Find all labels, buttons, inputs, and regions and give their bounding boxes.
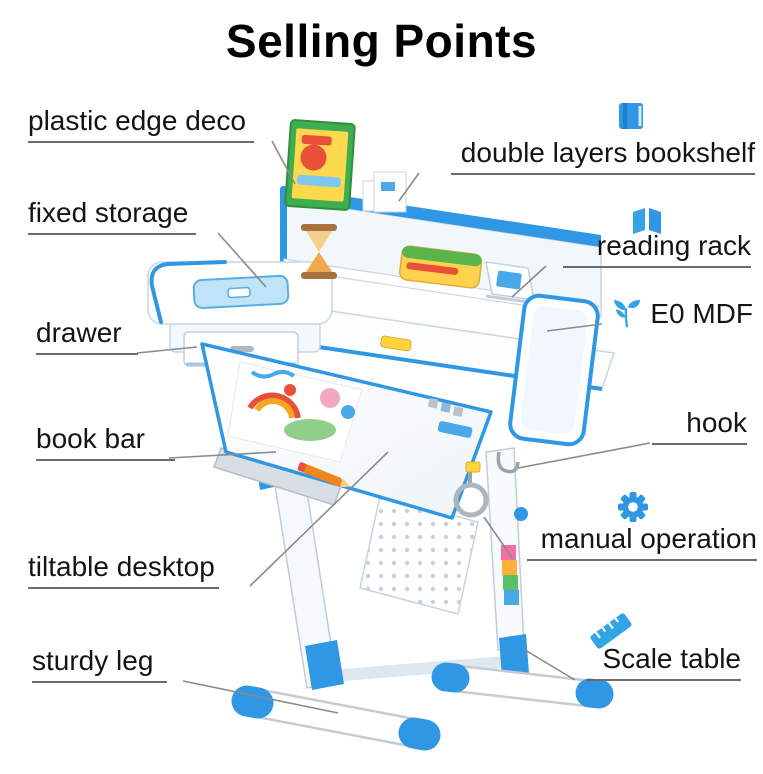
leader-reading-rack bbox=[511, 265, 547, 298]
page-title: Selling Points bbox=[225, 15, 538, 67]
leader-double-layers-bookshelf bbox=[398, 172, 420, 202]
pencil-box bbox=[192, 274, 290, 309]
leader-lines bbox=[136, 140, 651, 714]
open-book-icon bbox=[630, 206, 664, 236]
crank-handle bbox=[453, 461, 489, 518]
tiltable-desktop-part bbox=[200, 335, 493, 520]
leader-manual-operation bbox=[483, 516, 514, 560]
label-e0-mdf-text: E0 MDF bbox=[650, 297, 753, 329]
desk-mat-artwork bbox=[227, 361, 363, 463]
left-leg bbox=[231, 452, 441, 751]
leader-scale-table bbox=[524, 649, 576, 681]
small-stickers bbox=[428, 398, 464, 417]
label-fixed-storage: fixed storage bbox=[28, 197, 197, 235]
label-book-bar: book bar bbox=[36, 423, 175, 461]
label-plastic-edge-deco: plastic edge deco bbox=[28, 105, 254, 143]
label-drawer: drawer bbox=[36, 317, 138, 355]
leader-sturdy-leg bbox=[182, 680, 339, 714]
hourglass bbox=[301, 224, 337, 279]
leader-plastic-edge-deco bbox=[271, 140, 296, 185]
leader-e0-mdf bbox=[546, 323, 603, 332]
label-manual-operation: manual operation bbox=[526, 523, 757, 561]
height-scale bbox=[501, 545, 519, 605]
ruler-icon bbox=[588, 610, 634, 652]
storage-boxes bbox=[362, 171, 407, 213]
pencil-case bbox=[399, 245, 483, 289]
label-reading-rack: reading rack bbox=[562, 230, 751, 268]
hook-part bbox=[496, 451, 520, 474]
label-sturdy-leg: sturdy leg bbox=[32, 645, 168, 683]
book-icon bbox=[616, 100, 648, 132]
perforated-panel bbox=[359, 495, 479, 615]
leader-drawer bbox=[136, 346, 198, 354]
reading-rack-part bbox=[485, 261, 537, 305]
display-book bbox=[284, 119, 356, 211]
leaf-icon bbox=[612, 298, 644, 330]
leader-book-bar bbox=[168, 451, 277, 459]
scale-sticker bbox=[437, 421, 473, 438]
leader-hook bbox=[517, 442, 651, 469]
leader-tiltable-desktop bbox=[249, 451, 389, 587]
label-double-layers-bookshelf: double layers bookshelf bbox=[450, 137, 755, 175]
leader-fixed-storage bbox=[217, 232, 267, 288]
ruler-sticker bbox=[380, 335, 412, 352]
label-hook: hook bbox=[652, 407, 747, 445]
side-panel bbox=[508, 293, 600, 447]
pencil bbox=[297, 462, 351, 488]
crossbar bbox=[324, 656, 511, 682]
label-scale-table: Scale table bbox=[586, 643, 741, 681]
label-tiltable-desktop: tiltable desktop bbox=[28, 551, 219, 589]
label-e0-mdf: E0 MDF bbox=[612, 298, 753, 330]
right-leg bbox=[431, 447, 614, 709]
gear-icon bbox=[616, 490, 650, 524]
